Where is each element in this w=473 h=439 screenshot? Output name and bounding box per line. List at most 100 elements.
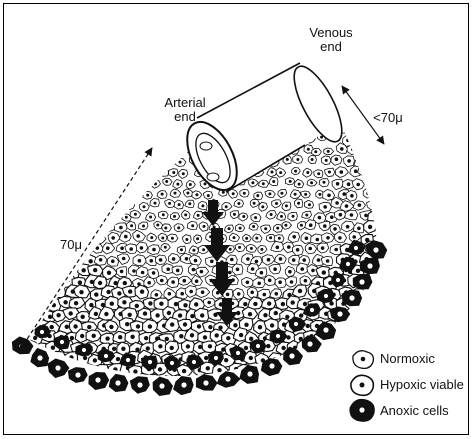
normoxic-cell (67, 88, 78, 99)
normoxic-cell (150, 154, 160, 164)
normoxic-cell (347, 121, 359, 130)
normoxic-cell (140, 202, 150, 211)
anoxic-cell (174, 377, 194, 395)
normoxic-cell (344, 112, 357, 124)
normoxic-cell (118, 101, 128, 109)
hypoxic-cell (266, 377, 282, 389)
red-blood-cell (200, 142, 212, 150)
hypoxic-cell (381, 144, 396, 157)
normoxic-cell (129, 114, 140, 122)
normoxic-cell (72, 146, 84, 156)
normoxic-cell (49, 190, 62, 201)
hypoxic-cell (40, 89, 55, 103)
normoxic-cell (356, 92, 367, 102)
hypoxic-cell (380, 287, 395, 301)
hypoxic-cell (322, 362, 337, 376)
normoxic-cell (89, 89, 101, 99)
normoxic-cell (140, 137, 151, 145)
normoxic-cell (132, 145, 143, 153)
normoxic-cell (194, 235, 202, 244)
normoxic-cell (59, 209, 72, 219)
normoxic-cell (52, 113, 63, 123)
normoxic-cell (144, 168, 154, 177)
hypoxic-cell (306, 375, 319, 387)
normoxic-cell (117, 157, 127, 166)
anoxic-cell (332, 273, 346, 287)
normoxic-cell (59, 144, 71, 154)
normoxic-cell (102, 157, 112, 164)
hypoxic-cell (382, 318, 397, 331)
normoxic-cell (101, 113, 110, 121)
hypoxic-cell (42, 219, 59, 232)
normoxic-cell (365, 157, 378, 168)
hypoxic-cell (383, 165, 397, 179)
anoxic-cell (353, 275, 372, 289)
anoxic-cell (217, 372, 240, 388)
hypoxic-cell (383, 276, 397, 288)
hypoxic-cell (380, 297, 396, 311)
normoxic-cell (148, 147, 158, 155)
anoxic-cell (130, 377, 149, 393)
hypoxic-cell (378, 311, 393, 323)
anoxic-cell (360, 258, 379, 274)
normoxic-cell (63, 201, 75, 211)
normoxic-cell (83, 125, 94, 134)
hypoxic-cell (372, 276, 387, 289)
normoxic-cell (96, 169, 106, 177)
normoxic-cell (240, 189, 249, 197)
hypoxic-cell (377, 267, 393, 279)
hypoxic-cell (363, 306, 378, 318)
hypoxic-cell (375, 222, 391, 234)
normoxic-cell (98, 124, 109, 132)
red-blood-cell (207, 173, 219, 181)
normoxic-cell (152, 133, 161, 142)
normoxic-cell (292, 168, 301, 175)
normoxic-cell (83, 146, 95, 155)
hypoxic-cell (394, 143, 409, 154)
hypoxic-cell (19, 135, 33, 146)
normoxic-cell (115, 179, 124, 186)
hypoxic-cell (394, 167, 410, 179)
normoxic-cell (48, 103, 61, 113)
hypoxic-cell (371, 299, 385, 312)
hypoxic-cell (395, 365, 410, 376)
normoxic-cell (161, 134, 170, 143)
hypoxic-cell (394, 189, 409, 203)
normoxic-cell (59, 100, 71, 110)
anoxic-cell (31, 349, 49, 367)
anoxic-cell (153, 377, 172, 395)
normoxic-cell (57, 179, 69, 189)
normoxic-cell (128, 156, 137, 164)
hypoxic-cell (34, 231, 49, 244)
normoxic-cell (113, 201, 122, 210)
hypoxic-cell (387, 89, 403, 102)
hypoxic-cell (31, 220, 45, 232)
anoxic-cell (76, 344, 93, 356)
hypoxic-cell (370, 365, 386, 378)
normoxic-cell (69, 221, 81, 231)
normoxic-cell (177, 246, 186, 254)
normoxic-cell (99, 198, 112, 208)
hypoxic-cell (376, 178, 392, 191)
normoxic-cell (148, 245, 160, 255)
normoxic-cell (83, 211, 95, 222)
hypoxic-cell (29, 87, 44, 99)
hypoxic-cell (36, 122, 52, 136)
anoxic-cell (240, 366, 259, 384)
hypoxic-cell (385, 187, 398, 199)
normoxic-cell (128, 135, 137, 143)
hypoxic-cell (40, 198, 55, 212)
normoxic-cell (51, 125, 61, 136)
normoxic-cell (355, 134, 367, 146)
hypoxic-cell (125, 331, 141, 344)
hypoxic-cell (39, 263, 54, 277)
anoxic-cell (12, 337, 32, 354)
hypoxic-cell (19, 221, 34, 234)
normoxic-cell (95, 212, 107, 223)
normoxic-cell (64, 111, 76, 121)
hypoxic-cell (47, 276, 62, 289)
hypoxic-cell (396, 277, 411, 290)
hypoxic-cell (387, 328, 402, 341)
normoxic-cell (81, 176, 91, 187)
normoxic-cell (89, 112, 102, 121)
